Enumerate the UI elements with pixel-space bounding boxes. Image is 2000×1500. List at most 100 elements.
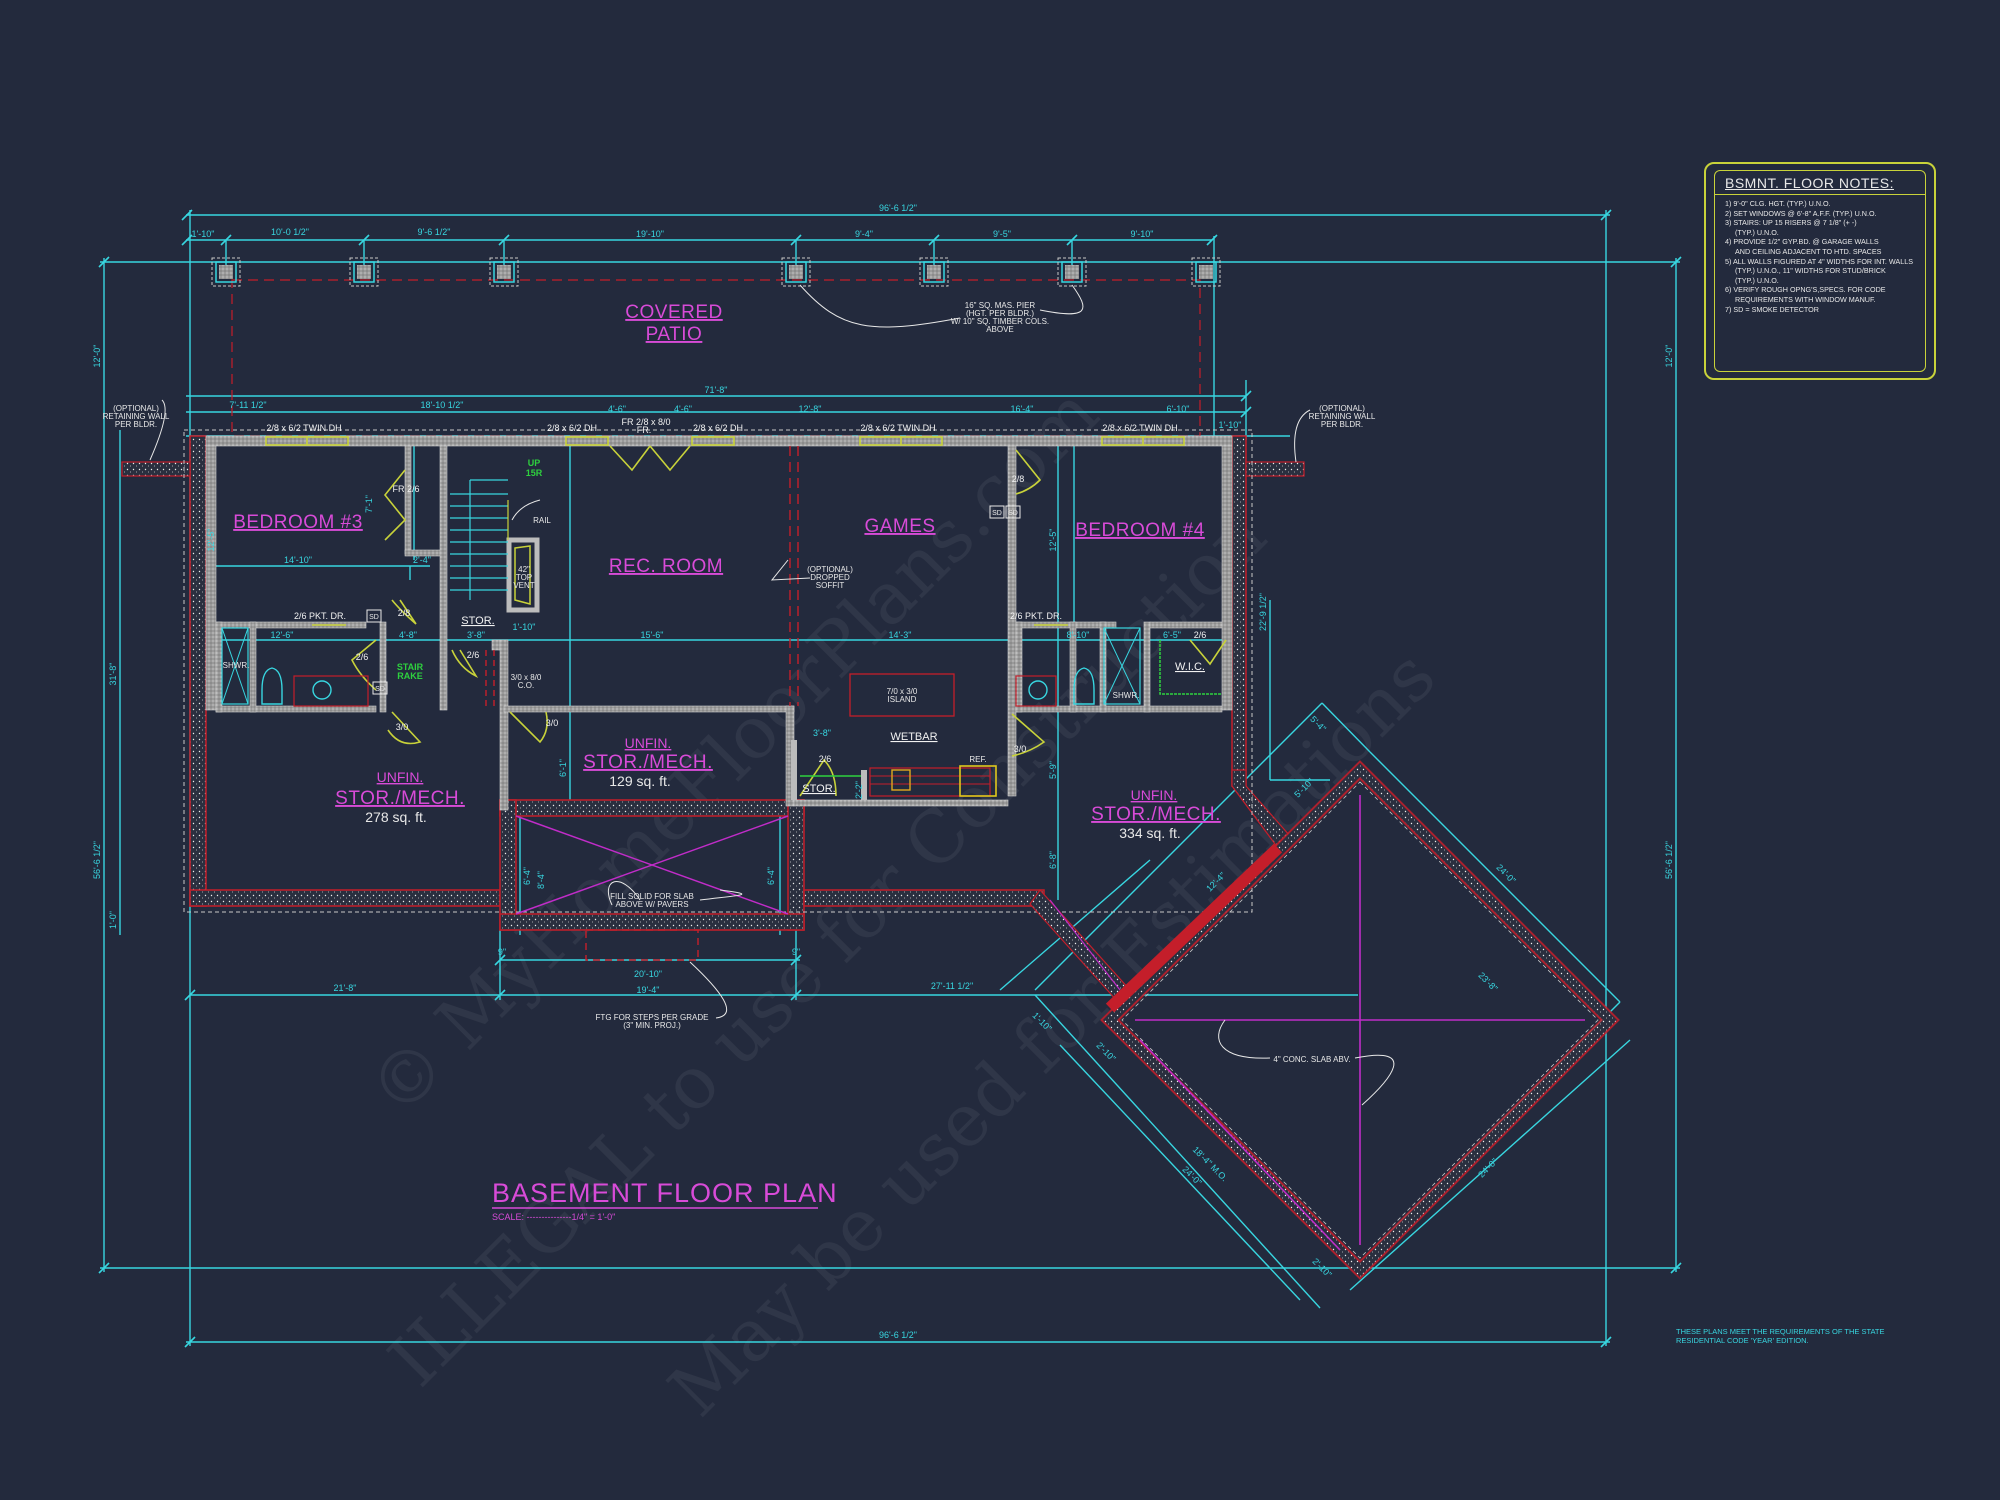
dim-steps-side-right: 9": [792, 947, 800, 957]
dim-bath4-w: 8'-10": [1067, 630, 1090, 640]
retaining-right-1: (OPTIONAL): [1319, 404, 1365, 413]
stor-mech-right-area: 334 sq. ft.: [1119, 825, 1180, 841]
soffit-note-1: (OPTIONAL): [807, 565, 853, 574]
label-wetbar: WETBAR: [890, 731, 937, 743]
floor-note-item: 3) STAIRS: UP 15 RISERS @ 7 1/8" (+ -): [1725, 218, 1857, 228]
room-label-covered-patio-1: COVERED: [625, 302, 722, 323]
retaining-left-1: (OPTIONAL): [113, 404, 159, 413]
room-labels: COVERED PATIO BEDROOM #3 REC. ROOM GAMES…: [233, 302, 1220, 841]
dim-bed3-height: 12'-5": [206, 529, 216, 552]
dim-mid-seg-2: 18'-10 1/2": [421, 400, 464, 410]
wetbar-fixtures: [791, 673, 997, 800]
stor-mech-mid-line1: UNFIN.: [625, 735, 672, 751]
window-well-fill: [515, 815, 789, 1019]
dim-mid-seg-4: 4'-6": [674, 404, 692, 414]
dim-wic-w: 6'-5": [1163, 630, 1181, 640]
dim-closet-h: 7'-1": [364, 495, 374, 513]
dim-diag-e: 23'-8": [1476, 970, 1499, 993]
dim-bottom-seg-2: 19'-4": [637, 985, 660, 995]
door-label-pkt-left: 2/6 PKT. DR.: [294, 611, 346, 621]
doors: [312, 445, 1227, 797]
top-vent-2: TOP: [516, 573, 532, 582]
dim-counter: 2'-2": [854, 781, 864, 799]
door-label-30a: 3/0: [396, 722, 409, 732]
top-vent-1: 42": [518, 565, 530, 574]
dim-top-seg-1: 1'-10": [192, 229, 215, 239]
dim-mid-seg-1: 7'-11 1/2": [229, 400, 266, 410]
rail-note: RAIL: [533, 516, 551, 525]
stair-up-2: 15R: [526, 468, 543, 478]
label-wic: W.I.C.: [1175, 661, 1205, 673]
floor-note-item: (TYP.) U.N.O.: [1735, 275, 1779, 285]
dim-overall-right: 56'-6 1/2": [1664, 841, 1674, 879]
dim-diag-d: 24'-0": [1494, 862, 1517, 885]
door-label-28a: 2/8: [398, 608, 411, 618]
dim-bottom-seg-3: 27'-11 1/2": [931, 981, 973, 991]
dim-bed3-width: 14'-10": [284, 555, 312, 565]
door-label-26a: 2/6: [356, 652, 369, 662]
shwr-right-note: SHWR.: [1113, 691, 1140, 700]
soffit-leader: [770, 559, 811, 581]
fr-door-label-1: FR 2/8 x 8/0: [621, 417, 670, 427]
soffit-note-3: SOFFIT: [816, 581, 845, 590]
conc-slab-note: 4" CONC. SLAB ABV.: [1273, 1055, 1350, 1064]
door-label-30c: 3/0: [1014, 744, 1027, 754]
fr-door-label-2: FR.: [637, 425, 652, 435]
room-label-rec-room: REC. ROOM: [609, 556, 723, 577]
floor-note-item: 1) 9'-0" CLG. HGT. (TYP.) U.N.O.: [1725, 199, 1831, 208]
dim-stor-w: 3'-8": [467, 630, 485, 640]
interior-walls: [205, 435, 1233, 811]
annotations: 16" SQ. MAS. PIER (HGT. PER BLDR.) W/ 10…: [103, 301, 1376, 1064]
floor-note-item: 6) VERIFY ROUGH OPNG'S,SPECS. FOR CODE: [1725, 285, 1886, 295]
door-label-26d: 2/6: [1194, 630, 1207, 640]
sheet-scale: SCALE: ---------------1/4" = 1'-0": [492, 1212, 615, 1222]
dim-mid-seg-5: 12'-8": [799, 404, 822, 414]
dim-top-seg-2: 10'-0 1/2": [271, 227, 309, 237]
dim-stor-wetbar: 3'-8": [813, 728, 831, 738]
window-label-3: 2/8 x 6/2 DH: [693, 423, 743, 433]
sheet-title-block: BASEMENT FLOOR PLAN SCALE: -------------…: [492, 1178, 838, 1222]
shwr-left-note: SHWR.: [223, 661, 250, 670]
floor-notes-title: BSMNT. FLOOR NOTES:: [1715, 171, 1925, 195]
sheet-title: BASEMENT FLOOR PLAN: [492, 1178, 838, 1208]
fill-solid-note-2: ABOVE W/ PAVERS: [615, 900, 688, 909]
pier-note-2: (HGT. PER BLDR.): [966, 309, 1034, 318]
dim-overall-bottom: 96'-6 1/2": [879, 1330, 917, 1340]
dim-mid-seg-3: 4'-6": [608, 404, 626, 414]
pier-note-3: W/ 10" SQ. TIMBER COLS.: [951, 317, 1049, 326]
bathroom-fixtures: [221, 627, 1222, 707]
dim-right-mid: 22'-9 1/2": [1258, 593, 1268, 631]
dim-left-mid: 31'-8": [108, 663, 118, 686]
rail-leader: [511, 499, 541, 521]
retaining-right-leader: [1294, 409, 1311, 463]
co-note-2: C.O.: [518, 681, 534, 690]
dim-left-bottom: 1'-0": [108, 911, 118, 929]
dim-overall-top: 96'-6 1/2": [879, 203, 917, 213]
ref-note: REF.: [969, 755, 986, 764]
dim-right-h1: 5'-9": [1048, 761, 1058, 779]
dim-games-w: 14'-3": [889, 630, 912, 640]
floor-note-item: (TYP.) U.N.O.: [1735, 227, 1779, 237]
island-note-2: ISLAND: [888, 695, 917, 704]
sd-label-3: SD: [992, 510, 1002, 517]
label-stor-1: STOR.: [461, 615, 494, 627]
stor-mech-right-line1: UNFIN.: [1131, 787, 1178, 803]
co-note-1: 3/0 x 8/0: [511, 673, 542, 682]
door-label-28b: 2/8: [1012, 474, 1025, 484]
room-label-bedroom4: BEDROOM #4: [1075, 520, 1205, 541]
dim-steps-side-left: 9": [498, 947, 506, 957]
dim-top-seg-3: 9'-6 1/2": [418, 227, 451, 237]
window-label-2: 2/8 x 6/2 DH: [547, 423, 597, 433]
top-vent-3: VENT: [513, 581, 534, 590]
dim-steps-width: 20'-10": [634, 969, 662, 979]
retaining-left-2: RETAINING WALL: [103, 412, 170, 421]
dim-mid-seg-7: 6'-10": [1167, 404, 1190, 414]
retaining-left-3: PER BLDR.: [115, 420, 157, 429]
dim-right-patio: 12'-0": [1664, 345, 1674, 368]
dim-right-h2: 6'-8": [1048, 851, 1058, 869]
dimension-ticks: [98, 209, 1682, 1348]
stor-mech-left-line1: UNFIN.: [377, 769, 424, 785]
dim-well-h2: 8'-4": [536, 871, 546, 889]
top-vent-shape: [514, 545, 531, 605]
